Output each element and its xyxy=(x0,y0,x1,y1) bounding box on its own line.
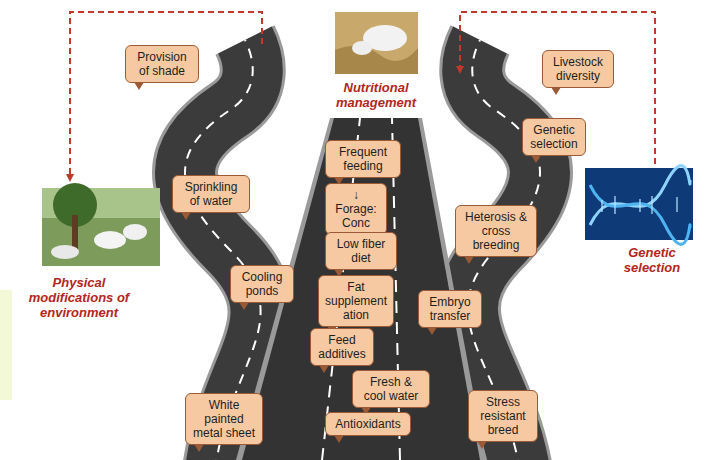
callout-box: Stress resistant breed xyxy=(468,390,538,442)
callout-box: ↓ Forage: Conc xyxy=(325,183,387,235)
box-text: Antioxidants xyxy=(331,417,405,431)
callout-box: White painted metal sheet xyxy=(185,393,263,445)
box-text: White painted metal sheet xyxy=(191,398,257,440)
box-text: Stress resistant breed xyxy=(474,395,532,437)
callout-box: Provision of shade xyxy=(125,45,199,83)
section-heading: Nutritional management xyxy=(331,80,421,110)
callout-box: Fresh & cool water xyxy=(352,370,430,408)
box-text: Embryo transfer xyxy=(424,295,476,323)
callout-box: Heterosis & cross breeding xyxy=(455,205,537,257)
callout-box: Livestock diversity xyxy=(542,50,614,88)
callout-box: Feed additives xyxy=(310,328,374,366)
box-text: Genetic selection xyxy=(528,123,580,151)
callout-box: Frequent feeding xyxy=(325,140,401,178)
box-text: Fresh & cool water xyxy=(358,375,424,403)
box-text: ↓ Forage: Conc xyxy=(331,188,381,230)
box-text: Provision of shade xyxy=(131,50,193,78)
box-text: Frequent feeding xyxy=(331,145,395,173)
callout-box: Cooling ponds xyxy=(230,265,294,303)
callout-box: Genetic selection xyxy=(522,118,586,156)
callout-box: Fat supplement ation xyxy=(318,275,394,327)
box-text: Cooling ponds xyxy=(236,270,288,298)
callout-box: Low fiber diet xyxy=(325,232,397,270)
section-heading: Physical modifications of environment xyxy=(15,275,143,320)
box-text: Feed additives xyxy=(316,333,368,361)
callout-box: Sprinkling of water xyxy=(172,175,250,213)
box-text: Fat supplement ation xyxy=(324,280,388,322)
callout-box: Antioxidants xyxy=(325,412,411,436)
box-text: Heterosis & cross breeding xyxy=(461,210,531,252)
box-text: Livestock diversity xyxy=(548,55,608,83)
section-heading: Genetic selection xyxy=(612,245,692,275)
box-text: Sprinkling of water xyxy=(178,180,244,208)
callout-box: Embryo transfer xyxy=(418,290,482,328)
box-text: Low fiber diet xyxy=(331,237,391,265)
